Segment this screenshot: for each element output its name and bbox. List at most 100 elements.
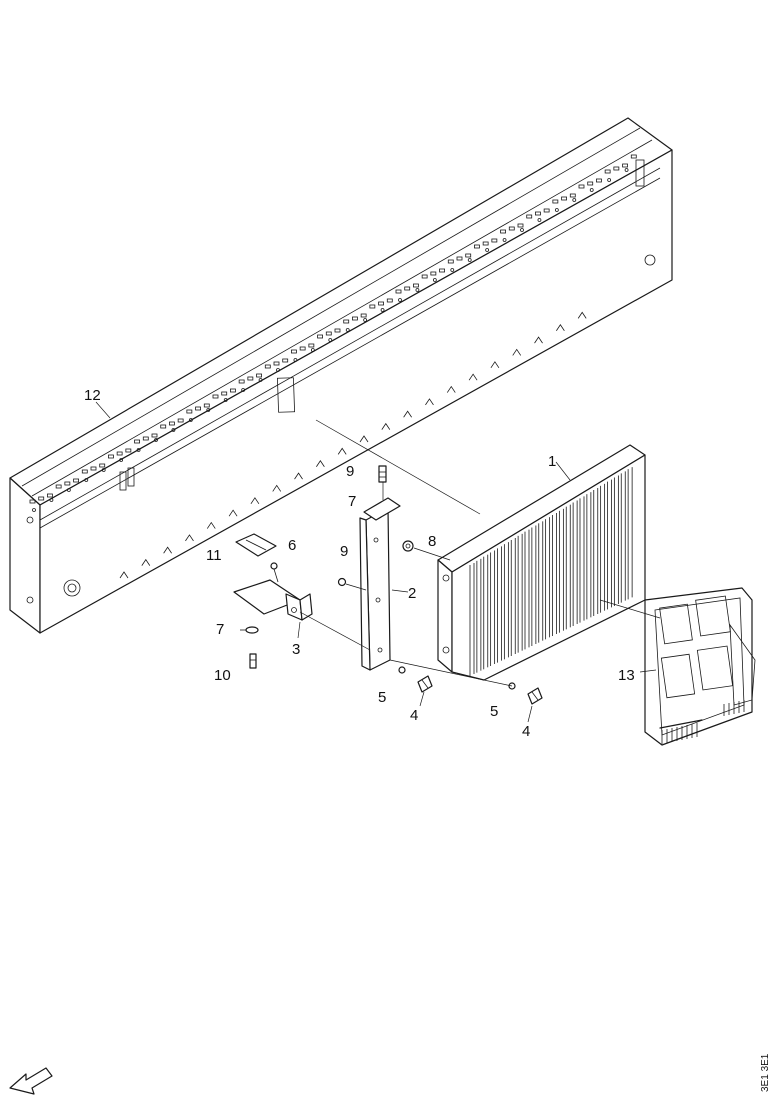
panel-component <box>317 334 323 339</box>
panel-bottom-feature <box>185 534 194 542</box>
panel-component <box>622 163 628 168</box>
assembly-lines <box>299 419 661 687</box>
panel-component <box>203 403 210 408</box>
panel-component <box>369 304 376 309</box>
panel-component <box>116 451 123 456</box>
panel-component <box>154 438 158 442</box>
callout-1: 1 <box>548 453 556 470</box>
panel-bottom-feature <box>468 373 478 381</box>
panel-component <box>49 498 54 502</box>
part-13-frame <box>644 587 756 746</box>
panel-component <box>447 259 454 264</box>
panel-bottom-feature <box>403 410 412 418</box>
panel-component <box>380 308 385 312</box>
panel-component <box>535 211 541 216</box>
panel-component <box>264 364 271 369</box>
panel-component <box>142 436 149 441</box>
panel-component <box>613 166 620 171</box>
callout-6: 6 <box>288 537 296 554</box>
panel-bottom-feature <box>119 571 129 579</box>
panel-component <box>630 154 637 159</box>
heatsink-fins <box>469 467 633 676</box>
callout-labels: 12 1 9 7 8 9 11 6 2 7 3 10 5 4 5 4 13 <box>84 387 635 740</box>
panel-bottom-feature <box>446 385 456 393</box>
direction-arrow-icon <box>9 1067 53 1095</box>
panel-component <box>273 361 280 366</box>
panel-component <box>188 418 193 422</box>
panel-component <box>554 208 559 212</box>
panel-component <box>108 454 114 459</box>
panel-component <box>99 463 106 468</box>
part-5-washer-left <box>398 666 406 674</box>
panel-bottom-feature <box>425 398 434 406</box>
frame-connector-pins <box>661 700 745 744</box>
part-11-tab <box>235 533 277 557</box>
callout-3: 3 <box>292 641 300 658</box>
callout-5-left: 5 <box>378 689 386 706</box>
callout-2: 2 <box>408 585 416 602</box>
panel-component <box>624 168 629 172</box>
panel-component <box>578 184 585 189</box>
panel-component <box>456 256 463 261</box>
panel-component <box>90 466 97 471</box>
callout-9-lower: 9 <box>340 543 348 560</box>
panel-component <box>171 428 176 432</box>
panel-component <box>325 331 332 336</box>
callout-7-upper: 7 <box>348 493 356 510</box>
panel-component <box>482 241 489 246</box>
callout-4-left: 4 <box>410 707 418 724</box>
panel-component <box>81 469 88 474</box>
panel-component <box>221 391 228 396</box>
part-7-clip-upper <box>363 497 401 521</box>
panel-bottom-feature <box>337 447 347 455</box>
part-2-vertical-bracket <box>359 507 391 671</box>
panel-component <box>552 199 559 204</box>
callout-12: 12 <box>84 387 101 404</box>
panel-component <box>404 286 411 291</box>
panel-bottom-feature <box>272 484 282 492</box>
panel-component <box>101 468 106 472</box>
panel-component <box>432 278 437 282</box>
panel-component <box>212 394 219 399</box>
panel-component <box>526 214 533 219</box>
panel-component <box>491 238 498 243</box>
panel-component <box>386 298 393 303</box>
panel-bottom-feature <box>206 521 216 529</box>
panel-component <box>508 226 515 231</box>
callout-10: 10 <box>214 667 231 684</box>
panel-bottom-feature <box>141 558 151 566</box>
panel-component <box>136 448 141 452</box>
panel-component <box>308 343 315 348</box>
panel-component <box>572 198 577 202</box>
panel-component <box>55 484 62 489</box>
callout-4-right: 4 <box>522 723 530 740</box>
part-10-fastener <box>249 653 257 669</box>
panel-component <box>276 368 280 372</box>
panel-bottom-feature <box>294 472 303 480</box>
part-4-screw-right <box>527 687 543 705</box>
panel-component <box>84 478 89 482</box>
panel-component <box>47 493 53 498</box>
panel-component <box>502 238 507 242</box>
panel-bottom-feature <box>556 324 565 331</box>
panel-component <box>604 169 611 174</box>
panel-component <box>413 283 419 288</box>
panel-component <box>282 358 289 363</box>
panel-component <box>238 379 245 384</box>
panel-component <box>247 376 254 381</box>
panel-bottom-feature <box>490 361 500 369</box>
panel-component <box>430 271 437 276</box>
callout-8: 8 <box>428 533 436 550</box>
part-1-heatsink <box>437 444 646 681</box>
callout-7-lower: 7 <box>216 621 224 638</box>
panel-component <box>310 348 315 352</box>
panel-component <box>293 358 298 362</box>
panel-component <box>439 268 445 273</box>
panel-bottom-feature <box>163 546 172 554</box>
callout-11: 11 <box>206 547 222 564</box>
panel-components <box>29 154 637 512</box>
panel-component <box>334 328 341 333</box>
panel-component <box>223 398 228 402</box>
panel-component <box>160 424 167 429</box>
